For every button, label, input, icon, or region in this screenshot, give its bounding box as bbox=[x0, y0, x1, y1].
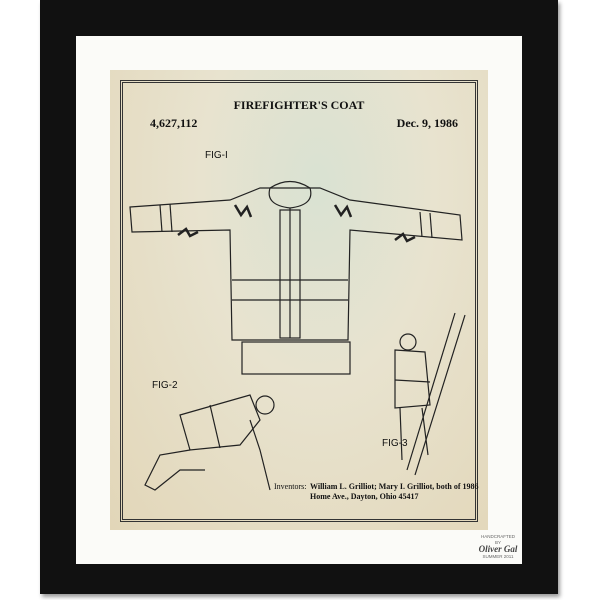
fig1-label: FIG-I bbox=[205, 150, 228, 161]
inventors-label: Inventors: bbox=[274, 482, 307, 491]
ladder-climber-figure-3 bbox=[394, 312, 466, 476]
patent-date: Dec. 9, 1986 bbox=[396, 116, 458, 130]
patent-print: FIREFIGHTER'S COAT 4,627,112 Dec. 9, 198… bbox=[110, 70, 488, 530]
coat-figure-1 bbox=[129, 180, 463, 375]
coat-drawings bbox=[129, 180, 466, 491]
kneeling-firefighter-figure-2 bbox=[144, 394, 275, 491]
fig2-label: FIG-2 bbox=[152, 380, 178, 391]
fig3-label: FIG-3 bbox=[382, 438, 408, 449]
patent-number: 4,627,112 bbox=[150, 116, 198, 130]
inventors-text: William L. Grilliot; Mary I. Grilliot, b… bbox=[310, 482, 479, 501]
print-border bbox=[120, 80, 478, 522]
patent-title: FIREFIGHTER'S COAT bbox=[233, 98, 365, 112]
